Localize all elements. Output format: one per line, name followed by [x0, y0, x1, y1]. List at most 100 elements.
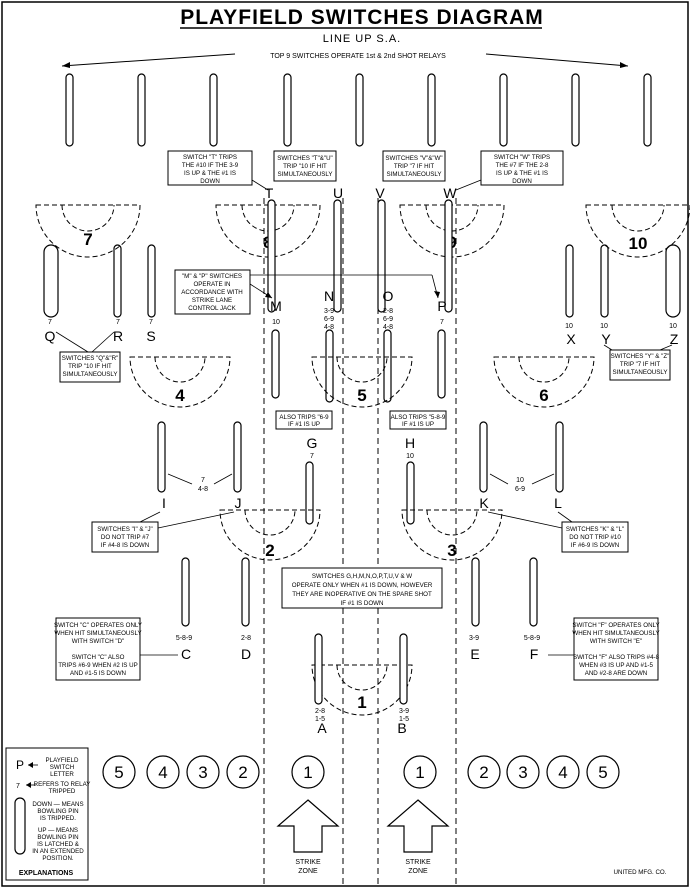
svg-text:SWITCH "T" TRIPS: SWITCH "T" TRIPS: [183, 154, 237, 161]
arrow-head-icon: [620, 62, 628, 68]
svg-text:ZONE: ZONE: [298, 868, 318, 875]
switch-slot-a: [314, 633, 323, 705]
hole-7: 7: [35, 204, 141, 258]
top-note-arrow-left: [61, 53, 236, 67]
relay-b-2: 1-5: [399, 716, 409, 723]
switch-slot: [499, 73, 508, 147]
svg-text:DO NOT TRIP #7: DO NOT TRIP #7: [101, 534, 150, 541]
svg-text:CONTROL JACK: CONTROL JACK: [188, 305, 236, 312]
hole-4: 4: [129, 356, 231, 408]
relay-h: 10: [406, 453, 414, 460]
switch-slot-t: [267, 199, 276, 313]
note-switches-i-j: SWITCHES "I" & "J" DO NOT TRIP #7 IF #4-…: [91, 521, 159, 553]
switch-letter-n: N: [324, 288, 334, 304]
switch-slot-e: [471, 557, 480, 627]
switch-slot-s: [147, 244, 156, 318]
svg-text:4: 4: [175, 386, 185, 405]
title: PLAYFIELD SWITCHES DIAGRAM: [180, 6, 544, 29]
svg-text:THEY ARE INOPERATIVE ON THE SP: THEY ARE INOPERATIVE ON THE SPARE SHOT: [292, 591, 432, 598]
relay-s: 7: [149, 319, 153, 326]
svg-text:DOWN: DOWN: [200, 178, 220, 185]
svg-text:OPERATE IN: OPERATE IN: [193, 281, 230, 288]
note-switch-c: SWITCH "C" OPERATES ONLY WHEN HIT SIMULT…: [54, 617, 142, 681]
relay-q: 7: [48, 319, 52, 326]
switch-slot: [643, 73, 652, 147]
svg-text:SWITCH "F" OPERATES ONLY: SWITCH "F" OPERATES ONLY: [572, 622, 659, 629]
svg-text:3: 3: [447, 541, 456, 560]
svg-text:AND #2-8 ARE DOWN: AND #2-8 ARE DOWN: [585, 670, 648, 677]
svg-text:ZONE: ZONE: [408, 868, 428, 875]
relay-a-2: 1-5: [315, 716, 325, 723]
svg-text:SWITCHES "I" & "J": SWITCHES "I" & "J": [97, 526, 153, 533]
svg-text:REFERS TO RELAY: REFERS TO RELAY: [34, 781, 91, 788]
switch-slot-c: [181, 557, 190, 627]
svg-text:2: 2: [265, 541, 274, 560]
svg-text:3: 3: [198, 763, 207, 782]
svg-text:SWITCHES "T"&"U": SWITCHES "T"&"U": [277, 155, 333, 162]
switch-slot-p: [437, 329, 446, 399]
relay-m: 10: [272, 319, 280, 326]
switch-letter-x: X: [566, 331, 576, 347]
relay-o-1: 2-8: [383, 308, 393, 315]
svg-text:5: 5: [114, 763, 123, 782]
svg-text:SWITCHES G,H,M,N,O,P,T,U,V & W: SWITCHES G,H,M,N,O,P,T,U,V & W: [312, 573, 412, 580]
note-switches-q-r: SWITCHES "Q"&"R" TRIP "10 IF HIT SIMULTA…: [59, 351, 121, 383]
switch-slot-o: [383, 329, 392, 403]
relay-n-2: 6-9: [324, 316, 334, 323]
svg-text:WITH SWITCH "D": WITH SWITCH "D": [72, 638, 125, 645]
explanations-legend: P PLAYFIELD SWITCH LETTER 7 REFERS TO RE…: [5, 747, 91, 881]
switch-slot-w: [444, 199, 453, 313]
arrow-left-icon: [28, 762, 33, 768]
svg-text:WHEN HIT SIMULTANEOUSLY: WHEN HIT SIMULTANEOUSLY: [54, 630, 141, 637]
svg-text:SWITCH "C" OPERATES ONLY: SWITCH "C" OPERATES ONLY: [54, 622, 142, 629]
lane-lines: [263, 198, 457, 884]
svg-text:IS UP & THE #1 IS: IS UP & THE #1 IS: [496, 170, 548, 177]
switch-letter-t: T: [265, 185, 274, 201]
svg-text:ACCORDANCE WITH: ACCORDANCE WITH: [181, 289, 243, 296]
note-switch-h: ALSO TRIPS "5-8-9 IF #1 IS UP: [389, 410, 447, 430]
svg-text:"M" & "P" SWITCHES: "M" & "P" SWITCHES: [182, 273, 242, 280]
switch-letter-a: A: [317, 720, 327, 736]
switch-slot: [355, 73, 364, 147]
switch-slot-q: [43, 244, 59, 318]
svg-text:SWITCH "C" ALSO: SWITCH "C" ALSO: [72, 654, 125, 661]
svg-text:SIMULTANEOUSLY: SIMULTANEOUSLY: [277, 171, 332, 178]
svg-text:TRIP "7 IF HIT: TRIP "7 IF HIT: [620, 361, 660, 368]
relay-f: 5-8-9: [524, 635, 540, 642]
svg-text:PLAYFIELD: PLAYFIELD: [46, 757, 79, 764]
switch-letter-r: R: [113, 328, 123, 344]
switch-letter-k: K: [479, 495, 489, 511]
note-switch-w: SWITCH "W" TRIPS THE #7 IF THE 2-8 IS UP…: [480, 150, 564, 186]
relay-n-3: 4-8: [324, 324, 334, 331]
svg-text:1: 1: [303, 763, 312, 782]
relay-c: 5-8-9: [176, 635, 192, 642]
relay-e: 3-9: [469, 635, 479, 642]
relay-kl-1: 10: [516, 477, 524, 484]
hole-1: 1: [311, 664, 413, 716]
svg-text:1: 1: [415, 763, 424, 782]
note-switches-v-w: SWITCHES "V"&"W" TRIP "7 IF HIT SIMULTAN…: [382, 150, 446, 182]
svg-text:SWITCHES "Q"&"R": SWITCHES "Q"&"R": [62, 355, 119, 362]
hole-10: 10: [585, 204, 690, 258]
svg-text:TRIP "10 IF HIT: TRIP "10 IF HIT: [283, 163, 327, 170]
switch-letter-h: H: [405, 435, 415, 451]
switch-slot-y: [600, 244, 609, 318]
svg-text:UP — MEANS: UP — MEANS: [38, 827, 78, 834]
switch-slot: [283, 73, 292, 147]
switch-slot-i: [157, 421, 166, 493]
svg-text:4: 4: [158, 763, 167, 782]
switch-letter-j: J: [235, 495, 242, 511]
switch-letter-d: D: [241, 646, 251, 662]
note-switch-f: SWITCH "F" OPERATES ONLY WHEN HIT SIMULT…: [572, 617, 660, 681]
svg-text:SWITCH "W" TRIPS: SWITCH "W" TRIPS: [494, 154, 550, 161]
svg-text:10: 10: [629, 234, 648, 253]
svg-text:5: 5: [357, 386, 366, 405]
switch-slot-b: [399, 633, 408, 705]
relay-p: 7: [440, 319, 444, 326]
switch-letter-f: F: [530, 646, 539, 662]
relay-ij-2: 4-8: [198, 486, 208, 493]
svg-text:IS TRIPPED.: IS TRIPPED.: [40, 815, 76, 822]
note-switches-m-p: "M" & "P" SWITCHES OPERATE IN ACCORDANCE…: [174, 269, 251, 315]
legend-letter: P: [16, 758, 24, 772]
switch-slot: [427, 73, 436, 147]
